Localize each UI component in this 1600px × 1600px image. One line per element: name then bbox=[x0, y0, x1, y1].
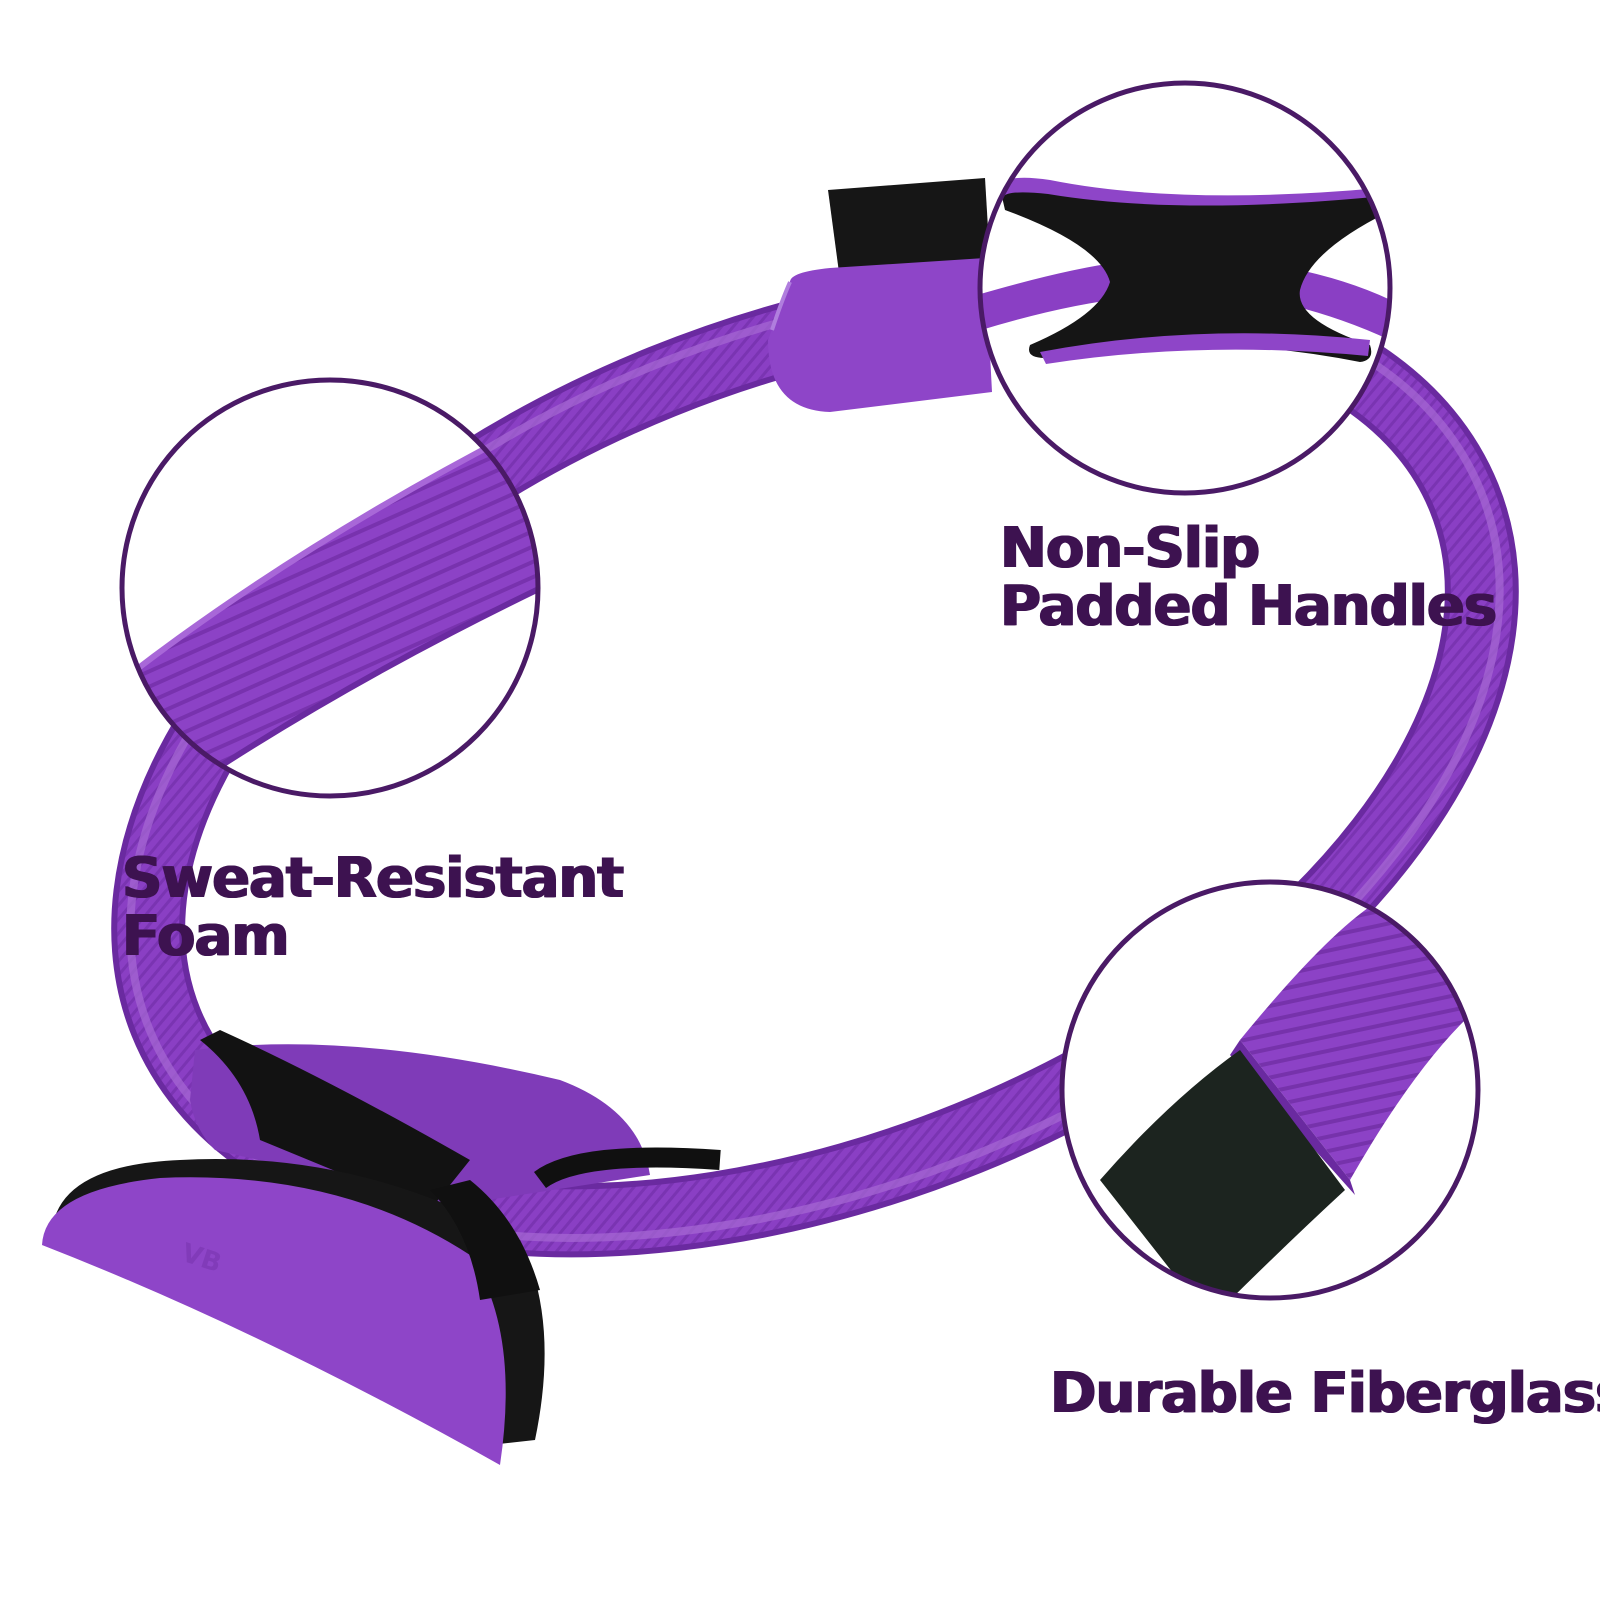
fiberglass-feature-label: Durable Fiberglass bbox=[1050, 1365, 1600, 1423]
fiberglass-callout bbox=[1059, 879, 1481, 1301]
top-handle-icon bbox=[768, 178, 992, 412]
foam-feature-label: Sweat-Resistant Foam bbox=[122, 846, 624, 969]
handles-callout bbox=[977, 80, 1393, 496]
foam-callout bbox=[119, 377, 541, 799]
pilates-ring-icon bbox=[111, 262, 1519, 1258]
bottom-handle-icon: VB bbox=[42, 1030, 721, 1465]
foam-label-line1: Sweat-Resistant bbox=[122, 846, 624, 911]
foam-label-line2: Foam bbox=[122, 904, 290, 969]
handles-label-line2: Padded Handles bbox=[1000, 574, 1497, 639]
handles-feature-label: Non-Slip Padded Handles bbox=[1000, 516, 1497, 639]
handles-label-line1: Non-Slip bbox=[1000, 516, 1260, 581]
fiberglass-label-line1: Durable Fiberglass bbox=[1050, 1361, 1600, 1426]
